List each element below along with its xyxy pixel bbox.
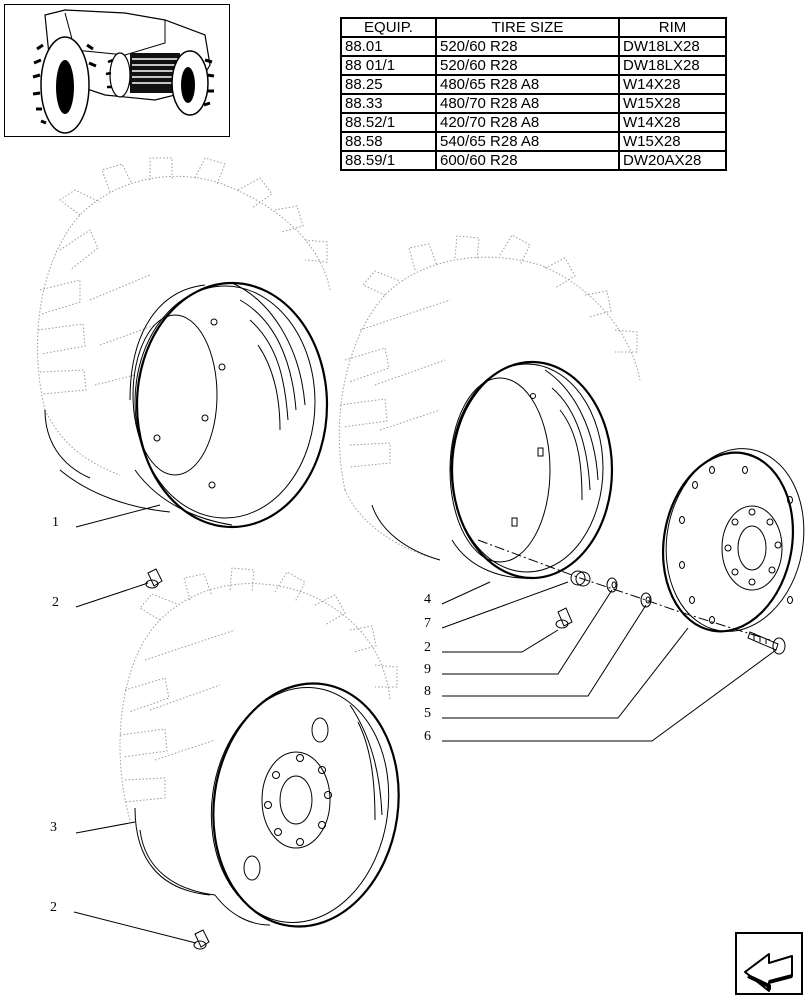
tire-right	[338, 234, 641, 561]
table-row: 88.58 540/65 R28 A8 W15X28	[340, 131, 727, 152]
callout-9: 9	[424, 662, 431, 677]
spacer-part-7	[570, 570, 591, 587]
cell-rim: W15X28	[618, 93, 727, 114]
cell-rim: W14X28	[618, 74, 727, 95]
cell-equip: 88.01	[340, 36, 437, 57]
cell-equip: 88.33	[340, 93, 437, 114]
valve-stem-middle	[555, 607, 573, 629]
cell-rim: W15X28	[618, 131, 727, 152]
callout-1: 1	[52, 515, 59, 530]
callout-leader-lines	[73, 504, 777, 944]
cell-equip: 88.59/1	[340, 150, 437, 171]
callout-6: 6	[424, 729, 431, 744]
cell-tire-size: 600/60 R28	[435, 150, 620, 171]
callout-2: 2	[424, 640, 431, 655]
table-row: 88.25 480/65 R28 A8 W14X28	[340, 74, 727, 95]
table-row: 88 01/1 520/60 R28 DW18LX28	[340, 55, 727, 76]
table-row: 88.01 520/60 R28 DW18LX28	[340, 36, 727, 57]
cell-rim: DW18LX28	[618, 36, 727, 57]
cell-tire-size: 520/60 R28	[435, 55, 620, 76]
rim-part-3	[134, 682, 400, 928]
tire-lower	[119, 567, 398, 821]
cell-equip: 88 01/1	[340, 55, 437, 76]
header-rim: RIM	[618, 17, 727, 38]
cell-tire-size: 480/70 R28 A8	[435, 93, 620, 114]
callout-2: 2	[52, 595, 59, 610]
table-row: 88.33 480/70 R28 A8 W15X28	[340, 93, 727, 114]
valve-stem-lower	[193, 929, 210, 950]
washer-part-9	[606, 577, 618, 593]
rim-part-1	[59, 281, 329, 529]
valve-stem-upper	[145, 568, 163, 589]
callout-3: 3	[50, 820, 57, 835]
callout-2: 2	[50, 900, 57, 915]
tractor-thumbnail-icon	[32, 9, 215, 134]
header-equip: EQUIP.	[340, 17, 437, 38]
cell-tire-size: 520/60 R28	[435, 36, 620, 57]
header-tire-size: TIRE SIZE	[435, 17, 620, 38]
cell-tire-size: 420/70 R28 A8	[435, 112, 620, 133]
wheel-disc-part-5	[661, 448, 805, 633]
tire-rim-table: EQUIP. TIRE SIZE RIM 88.01 520/60 R28 DW…	[340, 17, 727, 171]
cell-rim: DW20AX28	[618, 150, 727, 171]
next-page-arrow-icon[interactable]	[735, 932, 803, 995]
tire-upper-left	[37, 157, 331, 479]
tractor-thumbnail	[4, 4, 230, 137]
cell-tire-size: 480/65 R28 A8	[435, 74, 620, 95]
assembly-axis-line	[477, 539, 771, 641]
nut-part-8	[640, 592, 652, 608]
cell-equip: 88.25	[340, 74, 437, 95]
table-row: 88.52/1 420/70 R28 A8 W14X28	[340, 112, 727, 133]
rim-part-4	[449, 360, 614, 580]
cell-tire-size: 540/65 R28 A8	[435, 131, 620, 152]
cell-equip: 88.58	[340, 131, 437, 152]
callout-4: 4	[424, 592, 431, 607]
bolt-part-6	[747, 631, 786, 655]
cell-rim: W14X28	[618, 112, 727, 133]
cell-rim: DW18LX28	[618, 55, 727, 76]
callout-7: 7	[424, 616, 431, 631]
table-row: 88.59/1 600/60 R28 DW20AX28	[340, 150, 727, 171]
table-header-row: EQUIP. TIRE SIZE RIM	[340, 17, 727, 38]
callout-8: 8	[424, 684, 431, 699]
callout-5: 5	[424, 706, 431, 721]
cell-equip: 88.52/1	[340, 112, 437, 133]
